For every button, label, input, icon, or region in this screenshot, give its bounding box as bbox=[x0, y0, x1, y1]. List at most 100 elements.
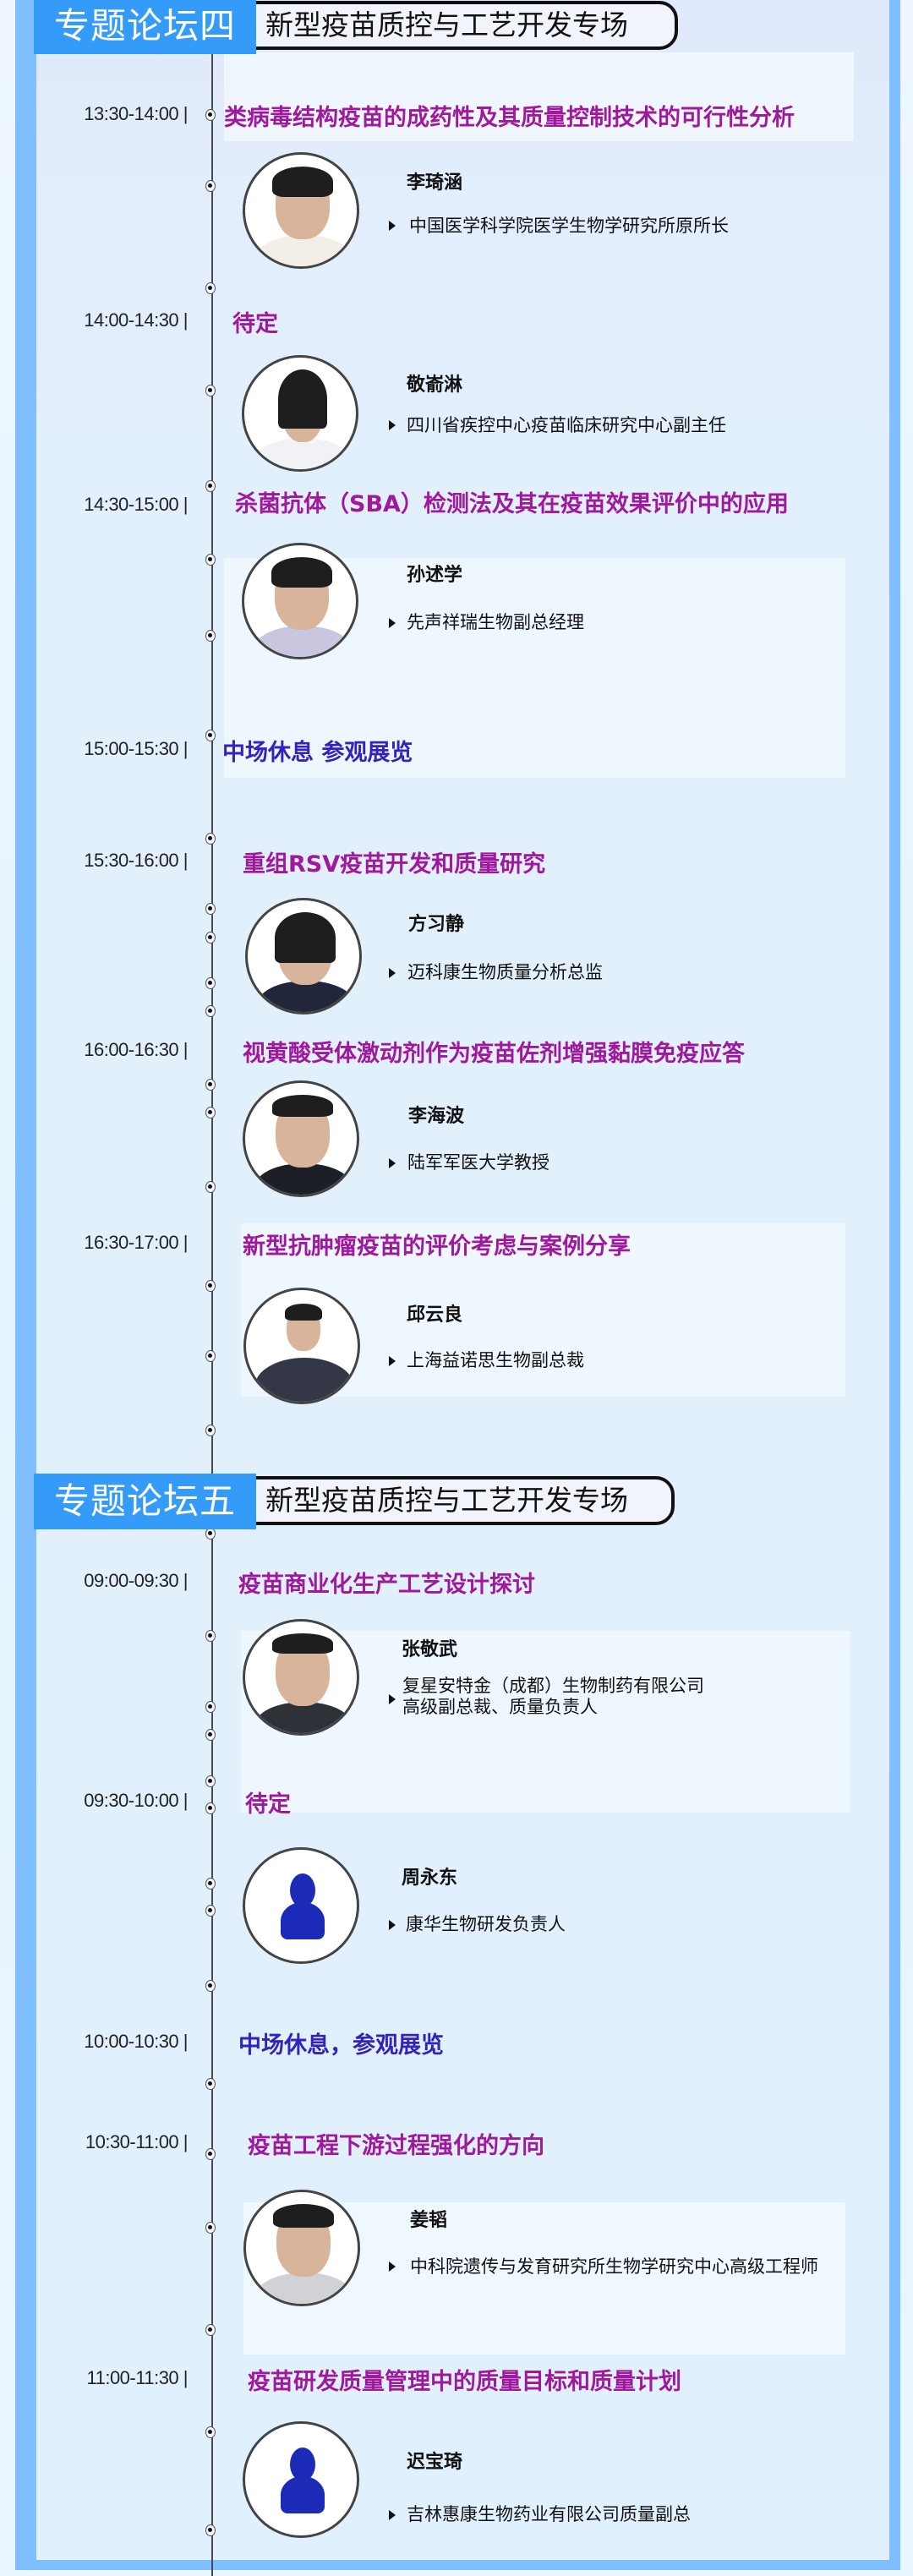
timeline-dot bbox=[205, 1005, 216, 1017]
timeline-dot bbox=[205, 480, 216, 492]
session-title: 待定 bbox=[245, 1791, 291, 1818]
break-title: 中场休息，参观展览 bbox=[238, 2032, 444, 2059]
speaker-role: 上海益诺思生物副总裁 bbox=[407, 1350, 584, 1370]
timeline-dot bbox=[205, 1775, 216, 1787]
timeline-dot bbox=[205, 2524, 216, 2536]
session-time: 11:00-11:30 | bbox=[86, 2367, 189, 2388]
timeline-dot bbox=[205, 2426, 216, 2438]
timeline-dot bbox=[205, 385, 216, 397]
session-title: 疫苗工程下游过程强化的方向 bbox=[248, 2133, 544, 2159]
speaker-name: 姜韬 bbox=[410, 2210, 448, 2231]
bullet-icon bbox=[389, 2262, 396, 2272]
timeline-dot bbox=[205, 1107, 216, 1118]
speaker-avatar bbox=[242, 543, 358, 659]
timeline-dot bbox=[205, 903, 216, 915]
bullet-icon bbox=[389, 2510, 396, 2520]
speaker-avatar bbox=[243, 152, 359, 269]
session-time: 09:30-10:00 | bbox=[84, 1790, 188, 1811]
session-title: 待定 bbox=[232, 311, 278, 337]
session-title: 杀菌抗体（SBA）检测法及其在疫苗效果评价中的应用 bbox=[235, 491, 789, 517]
forum-name: 新型疫苗质控与工艺开发专场 bbox=[228, 1476, 675, 1525]
timeline-dot bbox=[205, 1905, 216, 1917]
speaker-role-line-1: 复星安特金（成都）生物制药有限公司 bbox=[402, 1676, 704, 1696]
speaker-name: 张敬武 bbox=[402, 1639, 458, 1660]
session-title: 类病毒结构疫苗的成药性及其质量控制技术的可行性分析 bbox=[224, 105, 795, 131]
bullet-icon bbox=[389, 1920, 396, 1930]
timeline-dot bbox=[205, 109, 216, 121]
session-time: 09:00-09:30 | bbox=[84, 1570, 188, 1591]
timeline-dot bbox=[205, 1181, 216, 1193]
bullet-icon bbox=[389, 1158, 396, 1168]
forum-tag: 专题论坛四 bbox=[34, 0, 256, 54]
session-time: 13:30-14:00 | bbox=[84, 103, 188, 124]
break-title: 中场休息 参观展览 bbox=[222, 740, 413, 766]
timeline-dot bbox=[205, 977, 216, 989]
session-title: 重组RSV疫苗开发和质量研究 bbox=[243, 851, 546, 878]
bullet-icon bbox=[389, 1694, 396, 1704]
timeline-dot bbox=[205, 1425, 216, 1436]
timeline-dot bbox=[205, 833, 216, 845]
bullet-icon bbox=[389, 420, 396, 430]
timeline-dot bbox=[205, 730, 216, 741]
user-icon bbox=[290, 1873, 315, 1907]
bullet-icon bbox=[389, 968, 396, 978]
speaker-avatar bbox=[243, 1288, 360, 1404]
timeline-dot bbox=[205, 1878, 216, 1890]
timeline-dot bbox=[205, 2222, 216, 2234]
speaker-avatar bbox=[243, 2190, 360, 2306]
session-time: 14:00-14:30 | bbox=[84, 309, 188, 331]
forum-name: 新型疫苗质控与工艺开发专场 bbox=[228, 1, 678, 50]
speaker-role: 四川省疾控中心疫苗临床研究中心副主任 bbox=[407, 415, 726, 435]
speaker-name: 邱云良 bbox=[407, 1304, 463, 1326]
speaker-name: 孙述学 bbox=[407, 565, 463, 586]
session-time: 10:30-11:00 | bbox=[85, 2131, 189, 2152]
bullet-icon bbox=[389, 221, 396, 231]
session-time: 16:30-17:00 | bbox=[84, 1232, 188, 1253]
session-time: 14:30-15:00 | bbox=[84, 494, 188, 515]
speaker-role: 陆军军医大学教授 bbox=[407, 1152, 549, 1173]
timeline-dot bbox=[205, 282, 216, 294]
timeline-dot bbox=[205, 1802, 216, 1814]
speaker-role: 中国医学科学院医学生物学研究所原所长 bbox=[409, 216, 729, 236]
session-title: 视黄酸受体激动剂作为疫苗佐剂增强黏膜免疫应答 bbox=[243, 1041, 745, 1067]
speaker-avatar bbox=[243, 1080, 359, 1197]
timeline-dot bbox=[205, 630, 216, 642]
speaker-avatar bbox=[243, 1847, 359, 1964]
timeline-dot bbox=[205, 1729, 216, 1741]
session-time: 15:00-15:30 | bbox=[84, 738, 188, 759]
speaker-name: 敬嵛淋 bbox=[407, 375, 463, 396]
timeline-dot bbox=[205, 2324, 216, 2336]
content-panel bbox=[224, 52, 854, 141]
speaker-avatar bbox=[243, 1619, 359, 1736]
timeline-dot bbox=[205, 180, 216, 192]
speaker-avatar bbox=[242, 355, 358, 472]
session-title: 新型抗肿瘤疫苗的评价考虑与案例分享 bbox=[243, 1233, 631, 1260]
timeline-dot bbox=[205, 2078, 216, 2090]
user-icon bbox=[290, 2447, 315, 2481]
timeline-dot bbox=[205, 1701, 216, 1713]
speaker-role: 吉林惠康生物药业有限公司质量副总 bbox=[407, 2504, 691, 2524]
speaker-role: 迈科康生物质量分析总监 bbox=[407, 962, 603, 982]
timeline-dot bbox=[205, 554, 216, 566]
timeline-dot bbox=[205, 1079, 216, 1091]
speaker-name: 方习静 bbox=[408, 914, 465, 935]
speaker-avatar bbox=[243, 2421, 359, 2538]
timeline-dot bbox=[205, 1350, 216, 1362]
timeline-dot bbox=[205, 932, 216, 943]
session-title: 疫苗商业化生产工艺设计探讨 bbox=[238, 1572, 535, 1598]
timeline-dot bbox=[205, 1528, 216, 1540]
forum-tag: 专题论坛五 bbox=[34, 1474, 256, 1529]
bullet-icon bbox=[389, 1356, 396, 1366]
timeline-dot bbox=[205, 1630, 216, 1642]
timeline-dot bbox=[205, 1980, 216, 1992]
session-time: 10:00-10:30 | bbox=[84, 2031, 188, 2052]
speaker-name: 李海波 bbox=[408, 1106, 465, 1127]
timeline-dot bbox=[205, 2148, 216, 2160]
speaker-avatar bbox=[245, 898, 362, 1015]
speaker-name: 迟宝琦 bbox=[407, 2452, 463, 2473]
speaker-name: 周永东 bbox=[402, 1868, 458, 1889]
session-title: 疫苗研发质量管理中的质量目标和质量计划 bbox=[248, 2369, 681, 2395]
session-time: 15:30-16:00 | bbox=[84, 850, 188, 871]
speaker-role: 中科院遗传与发育研究所生物学研究中心高级工程师 bbox=[410, 2256, 818, 2277]
bullet-icon bbox=[389, 618, 396, 628]
